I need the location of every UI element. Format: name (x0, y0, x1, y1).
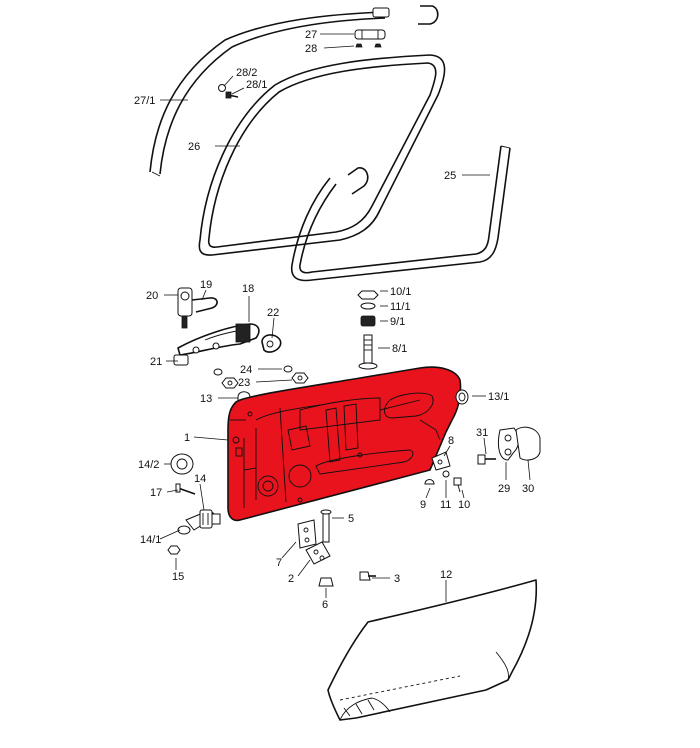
label-27: 27 (305, 29, 317, 41)
lock-cylinder-assembly (177, 287, 218, 329)
handle-gasket (173, 354, 189, 366)
striker-plate (497, 427, 519, 461)
label-28: 28 (305, 43, 317, 55)
nut-pair (221, 372, 309, 389)
hinge-bolt (359, 571, 376, 581)
vapour-barrier-sheet (327, 579, 538, 721)
striker-backing-plate (515, 426, 541, 461)
window-frame-seal (198, 54, 446, 256)
hinge-bracket (305, 541, 331, 565)
seal-end-clip (418, 5, 439, 25)
hinge-plate (297, 519, 317, 549)
label-15: 15 (172, 571, 184, 583)
label-28-1: 28/1 (246, 79, 267, 91)
label-22: 22 (267, 307, 279, 319)
label-14-1: 14/1 (140, 534, 161, 546)
washer-pair (213, 365, 293, 376)
striker-screw (477, 454, 496, 465)
label-29: 29 (498, 483, 510, 495)
label-21: 21 (150, 356, 162, 368)
check-nut (167, 545, 181, 555)
door-inner-panel (227, 366, 462, 522)
label-5: 5 (348, 513, 354, 525)
label-17: 17 (150, 487, 162, 499)
trim-piece (354, 29, 386, 40)
label-2: 2 (288, 573, 294, 585)
handle-seal-ring (261, 334, 282, 353)
label-19: 19 (200, 279, 212, 291)
door-seal (290, 145, 511, 282)
leader-lines (159, 33, 531, 602)
grommet (455, 389, 469, 405)
lock-bracket (431, 451, 451, 471)
washer-and-screw (218, 84, 239, 99)
label-3: 3 (394, 573, 400, 585)
door-panel-shape (227, 366, 462, 522)
label-9: 9 (420, 499, 426, 511)
label-11: 11 (440, 499, 451, 511)
label-11-1: 11/1 (390, 301, 411, 313)
label-13: 13 (200, 393, 212, 405)
label-24: 24 (240, 364, 252, 376)
lock-screw (453, 477, 462, 493)
label-18: 18 (242, 283, 254, 295)
label-8: 8 (448, 435, 454, 447)
label-30: 30 (522, 483, 534, 495)
label-26: 26 (188, 141, 200, 153)
label-31: 31 (476, 427, 488, 439)
hinge-pin (320, 509, 332, 543)
label-10: 10 (458, 499, 470, 511)
label-6: 6 (322, 599, 328, 611)
door-handle (177, 323, 260, 356)
rubber-buffer (170, 453, 194, 475)
label-14: 14 (194, 473, 206, 485)
label-28-2: 28/2 (236, 67, 257, 79)
roof-seal-strip (149, 7, 390, 177)
label-25: 25 (444, 170, 456, 182)
hinge-spacer (318, 577, 334, 587)
label-9-1: 9/1 (390, 316, 405, 328)
label-13-1: 13/1 (488, 391, 509, 403)
retaining-pin (175, 483, 196, 495)
label-12: 12 (440, 569, 452, 581)
label-20: 20 (146, 290, 158, 302)
label-7: 7 (276, 557, 282, 569)
label-8-1: 8/1 (392, 343, 407, 355)
lock-cap (424, 479, 435, 485)
striker-bolt-stack (357, 290, 379, 370)
door-check-assembly (177, 509, 221, 535)
label-27-1: 27/1 (134, 95, 155, 107)
label-23: 23 (238, 377, 250, 389)
lock-washer (442, 470, 450, 478)
screw-pair (355, 43, 382, 48)
label-14-2: 14/2 (138, 459, 159, 471)
label-10-1: 10/1 (390, 286, 411, 298)
label-1: 1 (184, 432, 190, 444)
seal-retainer-clip (347, 167, 369, 195)
part-labels: 27/1 26 27 28 28/2 28/1 25 20 19 18 22 2… (134, 29, 534, 611)
